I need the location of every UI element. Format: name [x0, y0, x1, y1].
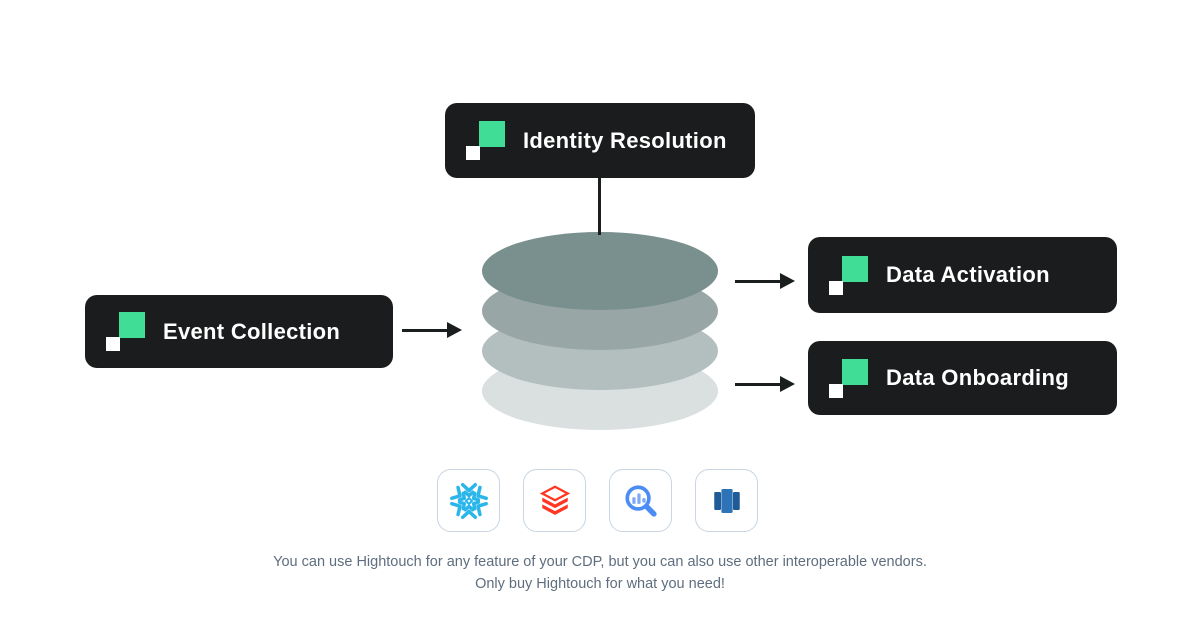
caption-line-2: Only buy Hightouch for what you need! [475, 576, 725, 592]
hightouch-logo-icon [465, 121, 505, 160]
node-label-data-activation: Data Activation [886, 262, 1050, 287]
vendor-card-databricks [523, 469, 586, 532]
vendor-card-redshift [695, 469, 758, 532]
node-data-activation: Data Activation [808, 237, 1117, 313]
node-identity-resolution: Identity Resolution [445, 103, 755, 178]
snowflake-icon [449, 482, 488, 519]
node-data-onboarding: Data Onboarding [808, 341, 1117, 415]
arrow-head-icon [780, 376, 795, 392]
hightouch-logo-icon [105, 312, 145, 351]
node-label-event-collection: Event Collection [163, 318, 341, 344]
arrow-head-icon [780, 273, 795, 289]
caption: You can use Hightouch for any feature of… [0, 551, 1200, 595]
arrow-shaft [402, 328, 447, 332]
arrow-head-icon [447, 322, 462, 338]
hightouch-logo-green-square [842, 358, 868, 385]
hightouch-logo-white-square [106, 337, 120, 351]
redshift-icon [713, 488, 740, 513]
databricks-icon [539, 484, 570, 515]
node-label-data-onboarding: Data Onboarding [886, 365, 1069, 390]
bigquery-icon [624, 484, 657, 517]
hightouch-logo-green-square [479, 121, 505, 147]
node-event-collection: Event Collection [85, 295, 393, 368]
arrow-shaft [735, 382, 780, 386]
hightouch-logo-white-square [829, 383, 843, 398]
hightouch-logo-icon [828, 255, 868, 295]
hightouch-logo-white-square [829, 280, 843, 295]
connector-identity-to-warehouse [598, 178, 601, 235]
cylinder-layer-1 [482, 232, 718, 310]
node-label-identity-resolution: Identity Resolution [523, 127, 727, 153]
hightouch-logo-green-square [842, 255, 868, 282]
caption-line-1: You can use Hightouch for any feature of… [273, 554, 927, 570]
hightouch-logo-green-square [119, 312, 145, 338]
arrow-event-collection-to-warehouse [402, 322, 462, 338]
arrow-warehouse-to-data-activation [735, 273, 795, 289]
vendor-row [437, 469, 758, 532]
arrow-shaft [735, 279, 780, 283]
hightouch-logo-white-square [466, 146, 480, 160]
vendor-card-bigquery [609, 469, 672, 532]
arrow-warehouse-to-data-onboarding [735, 376, 795, 392]
vendor-card-snowflake [437, 469, 500, 532]
hightouch-logo-icon [828, 358, 868, 398]
